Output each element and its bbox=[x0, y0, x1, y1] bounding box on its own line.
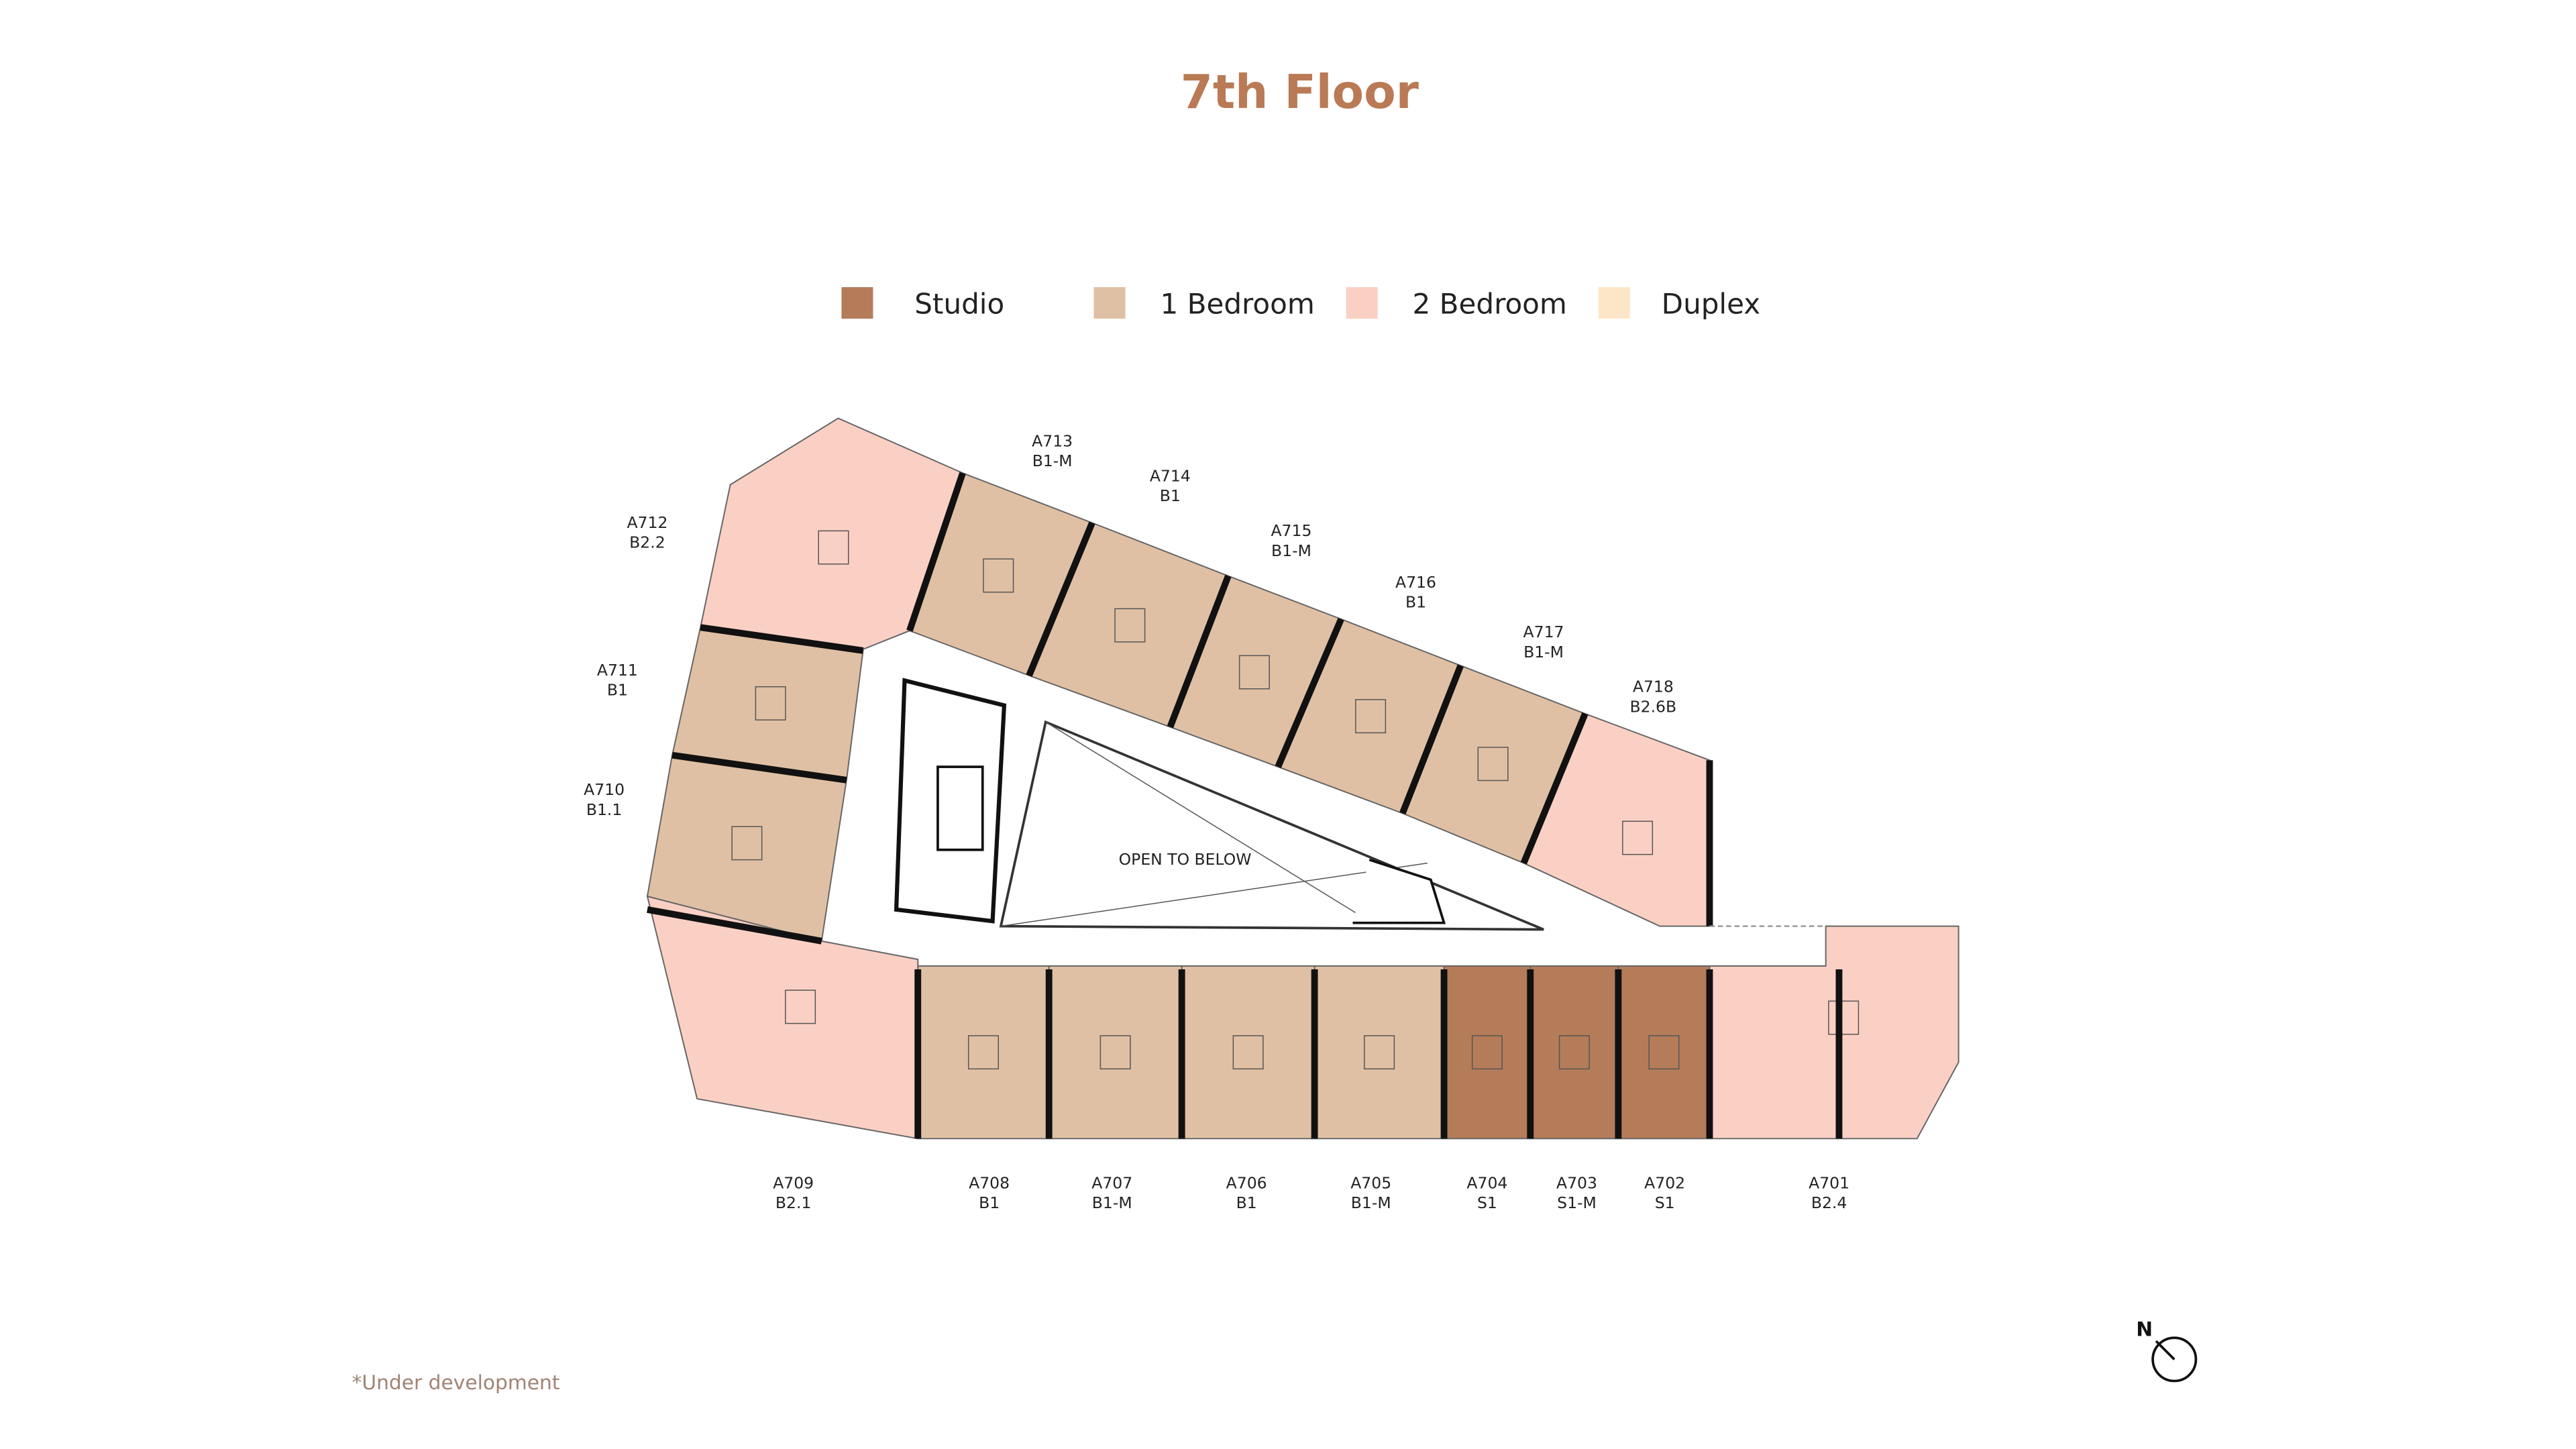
bed-outline bbox=[967, 1035, 999, 1070]
unit-number-label: A711 bbox=[597, 661, 638, 680]
party-wall bbox=[1275, 617, 1344, 769]
unit-type-label: B1-M bbox=[1032, 451, 1073, 470]
bed-outline bbox=[1232, 1035, 1264, 1070]
compass-icon bbox=[2151, 1336, 2198, 1383]
unit-type-label: B1 bbox=[979, 1193, 1000, 1212]
unit-a703[interactable] bbox=[1529, 965, 1619, 1140]
bed-outline bbox=[1558, 1035, 1590, 1070]
unit-number-label: A712 bbox=[627, 513, 667, 532]
party-wall bbox=[1399, 664, 1464, 815]
legend-label-duplex: Duplex bbox=[1662, 288, 1760, 321]
legend-swatch-duplex bbox=[1598, 287, 1630, 319]
bed-outline bbox=[1238, 655, 1270, 690]
bed-outline bbox=[785, 989, 816, 1024]
party-wall bbox=[672, 751, 847, 784]
north-arrow: N bbox=[2136, 1318, 2198, 1383]
unit-type-label: B2.1 bbox=[775, 1193, 812, 1212]
unit-a708[interactable] bbox=[917, 965, 1050, 1140]
unit-number-label: A704 bbox=[1466, 1174, 1507, 1193]
bed-outline bbox=[1622, 820, 1654, 855]
unit-number-label: A706 bbox=[1226, 1174, 1267, 1193]
legend-label-2-bedroom: 2 Bedroom bbox=[1413, 288, 1567, 321]
bed-outline bbox=[818, 530, 849, 565]
unit-a706[interactable] bbox=[1181, 965, 1316, 1140]
party-wall bbox=[1167, 574, 1232, 729]
legend-label-studio: Studio bbox=[914, 288, 1004, 321]
unit-type-label: B1 bbox=[1236, 1193, 1257, 1212]
unit-number-label: A709 bbox=[773, 1174, 814, 1193]
unit-number-label: A715 bbox=[1271, 521, 1311, 540]
unit-type-label: S1 bbox=[1477, 1193, 1497, 1212]
unit-type-label: S1-M bbox=[1557, 1193, 1597, 1212]
unit-number-label: A718 bbox=[1633, 678, 1674, 696]
unit-shapes bbox=[646, 417, 1960, 1140]
unit-type-label: B1-M bbox=[1523, 643, 1564, 661]
unit-type-label: B1-M bbox=[1271, 541, 1311, 560]
bed-outline bbox=[1099, 1035, 1131, 1070]
unit-type-label: S1 bbox=[1655, 1193, 1675, 1212]
stair-core bbox=[894, 678, 1007, 924]
unit-type-label: B1 bbox=[607, 681, 628, 700]
unit-a704[interactable] bbox=[1443, 965, 1532, 1140]
bed-outline bbox=[1114, 608, 1146, 643]
bed-outline bbox=[1828, 1000, 1860, 1035]
unit-number-label: A703 bbox=[1556, 1174, 1597, 1193]
legend-label-1-bedroom: 1 Bedroom bbox=[1160, 288, 1314, 321]
bed-outline bbox=[1648, 1035, 1680, 1070]
north-label: N bbox=[2136, 1318, 2153, 1342]
unit-number-label: A707 bbox=[1091, 1174, 1132, 1193]
unit-labels: A701B2.4A702S1A703S1-MA704S1A705B1-MA706… bbox=[584, 432, 1849, 1213]
unit-number-label: A714 bbox=[1150, 467, 1191, 486]
unit-a701[interactable] bbox=[1709, 925, 1960, 1140]
bed-outline bbox=[1355, 699, 1387, 734]
unit-number-label: A702 bbox=[1644, 1174, 1685, 1193]
bed-outline bbox=[755, 686, 786, 720]
legend: Studio 1 Bedroom 2 Bedroom Duplex bbox=[841, 287, 1760, 321]
unit-number-label: A705 bbox=[1350, 1174, 1391, 1193]
core: OPEN TO BELOW bbox=[894, 678, 1826, 931]
bed-outline bbox=[1477, 747, 1509, 782]
stair bbox=[1352, 858, 1446, 924]
unit-number-label: A717 bbox=[1523, 623, 1564, 641]
unit-type-label: B1 bbox=[1160, 486, 1181, 505]
unit-type-label: B1 bbox=[1405, 593, 1426, 612]
legend-swatch-1-bedroom bbox=[1093, 287, 1126, 319]
unit-a705[interactable] bbox=[1313, 965, 1445, 1140]
unit-number-label: A710 bbox=[584, 780, 625, 799]
party-wall bbox=[700, 624, 864, 654]
legend-swatch-studio bbox=[841, 287, 873, 319]
unit-number-label: A708 bbox=[969, 1174, 1010, 1193]
bed-outline bbox=[1471, 1035, 1503, 1070]
unit-type-label: B2.4 bbox=[1811, 1193, 1847, 1212]
open-to-below-label: OPEN TO BELOW bbox=[1119, 850, 1252, 869]
party-wall bbox=[647, 906, 822, 945]
bed-outline bbox=[731, 826, 763, 861]
unit-a702[interactable] bbox=[1617, 965, 1711, 1140]
unit-type-label: B2.2 bbox=[629, 533, 665, 551]
bed-outline bbox=[1364, 1035, 1395, 1070]
party-wall bbox=[1520, 712, 1589, 865]
unit-number-label: A713 bbox=[1032, 432, 1073, 451]
party-wall bbox=[1026, 521, 1095, 677]
unit-type-label: B1-M bbox=[1092, 1193, 1132, 1212]
page-title: 7th Floor bbox=[1181, 66, 1419, 119]
unit-type-label: B1-M bbox=[1351, 1193, 1391, 1212]
unit-a707[interactable] bbox=[1048, 965, 1183, 1140]
legend-swatch-2-bedroom bbox=[1346, 287, 1378, 319]
elevator-shaft bbox=[936, 765, 984, 851]
unit-type-label: B1.1 bbox=[586, 800, 623, 819]
unit-number-label: A701 bbox=[1809, 1174, 1849, 1193]
party-wall bbox=[906, 472, 966, 632]
footnote: *Under development bbox=[352, 1371, 560, 1395]
unit-type-label: B2.6B bbox=[1630, 697, 1677, 716]
bed-outline bbox=[983, 558, 1014, 593]
unit-number-label: A716 bbox=[1395, 573, 1436, 592]
